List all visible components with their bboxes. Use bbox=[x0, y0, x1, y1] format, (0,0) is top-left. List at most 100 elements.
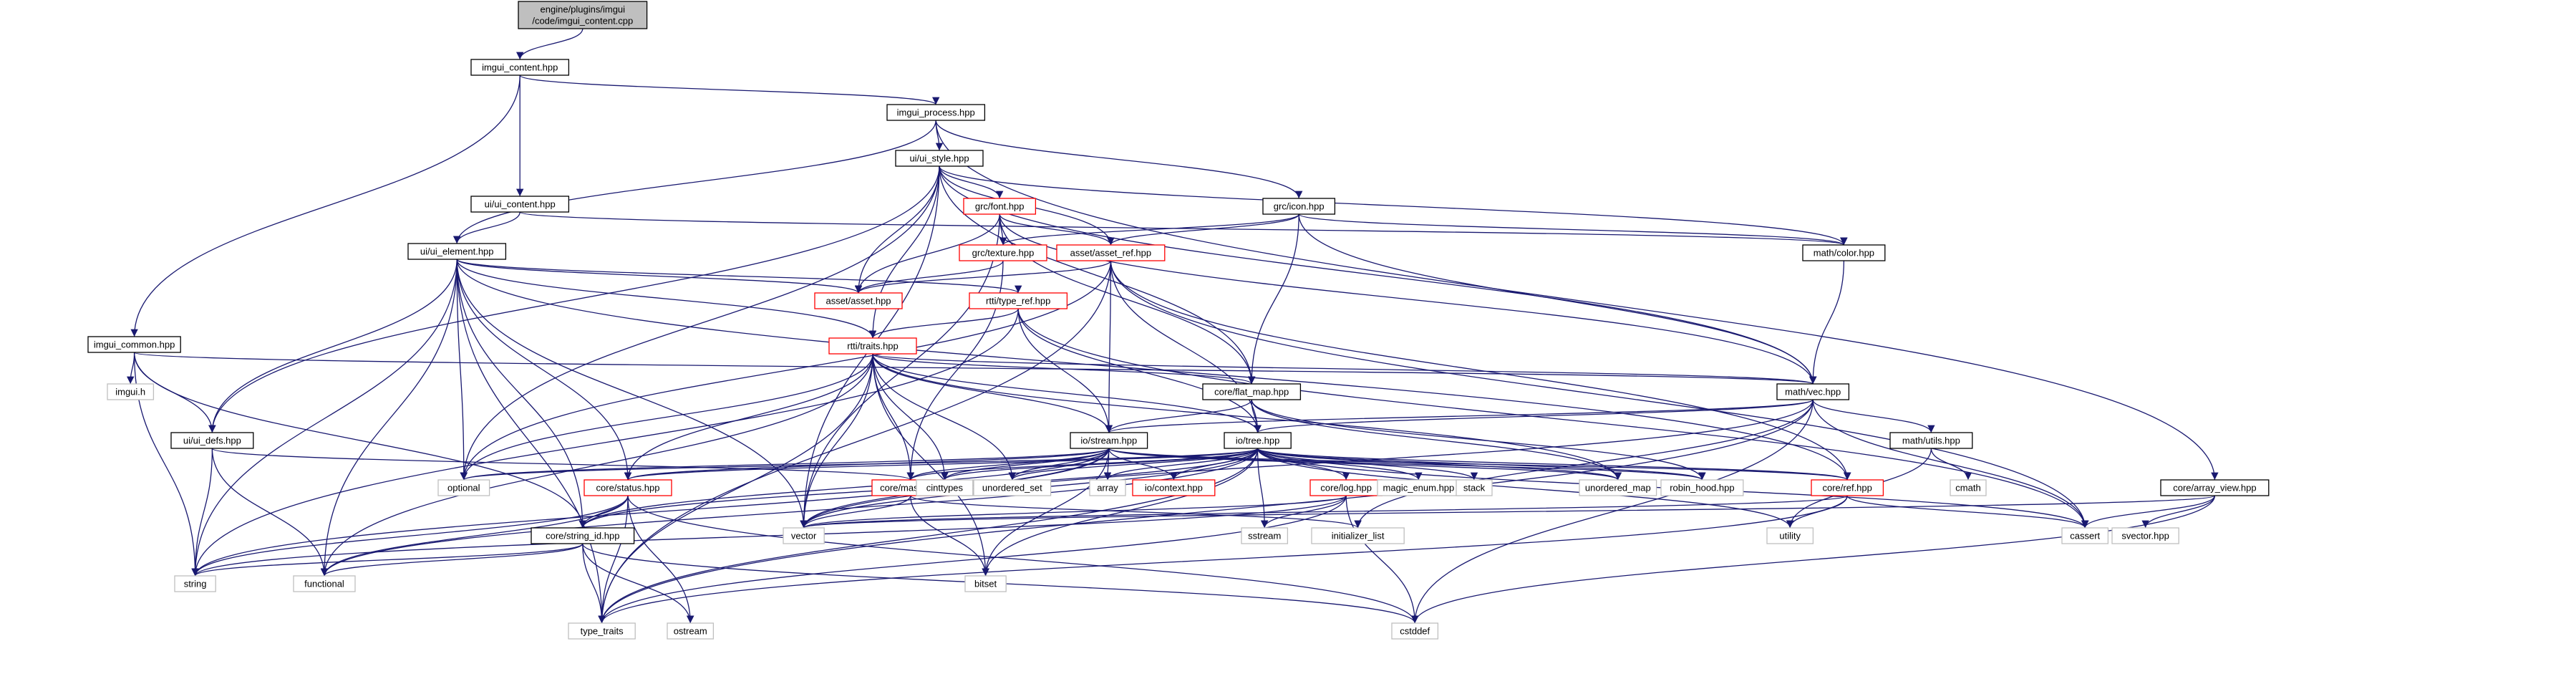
node-string[interactable]: string bbox=[174, 575, 216, 592]
edge-imgui-content-to-imgui-common bbox=[130, 74, 520, 337]
node-core-string-id[interactable]: core/string_id.hpp bbox=[531, 527, 635, 544]
edge-io-stream-to-robin-hood bbox=[1108, 448, 1706, 481]
node-label: io/context.hpp bbox=[1145, 483, 1203, 493]
edge-core-string-id-to-type-traits bbox=[582, 543, 606, 624]
node-label: grc/icon.hpp bbox=[1274, 201, 1325, 212]
edge-io-stream-to-unordered-set bbox=[1008, 448, 1110, 481]
node-label: vector bbox=[791, 531, 817, 541]
node-sstream[interactable]: sstream bbox=[1241, 527, 1289, 544]
edge-rtti-traits-to-type-traits bbox=[598, 353, 873, 624]
node-io-stream[interactable]: io/stream.hpp bbox=[1070, 432, 1148, 449]
node-grc-texture[interactable]: grc/texture.hpp bbox=[959, 244, 1047, 261]
node-core-ref[interactable]: core/ref.hpp bbox=[1811, 479, 1884, 496]
node-ui-element[interactable]: ui/ui_element.hpp bbox=[407, 243, 507, 260]
node-box bbox=[973, 479, 1052, 496]
node-io-context[interactable]: io/context.hpp bbox=[1132, 479, 1216, 496]
edge-rtti-traits-to-optional bbox=[460, 353, 873, 481]
edge-io-stream-to-cinttypes bbox=[941, 448, 1110, 481]
edge-core-status-to-type-traits bbox=[598, 495, 629, 624]
node-cmath[interactable]: cmath bbox=[1950, 479, 1987, 496]
edge-core-flat-map-to-unordered-map bbox=[1251, 399, 1622, 481]
node-cstddef[interactable]: cstddef bbox=[1391, 622, 1439, 640]
node-core-status[interactable]: core/status.hpp bbox=[584, 479, 672, 496]
edge-ui-element-to-core-string-id bbox=[456, 259, 586, 529]
node-magic-enum[interactable]: magic_enum.hpp bbox=[1377, 479, 1461, 496]
node-type-traits[interactable]: type_traits bbox=[568, 622, 636, 640]
node-label: sstream bbox=[1248, 531, 1281, 541]
node-vector[interactable]: vector bbox=[783, 527, 825, 544]
edge-core-status-to-string bbox=[191, 495, 629, 577]
node-array[interactable]: array bbox=[1089, 479, 1126, 496]
node-unordered-map[interactable]: unordered_map bbox=[1579, 479, 1657, 496]
node-utility[interactable]: utility bbox=[1766, 527, 1814, 544]
edge-math-vec-to-io-stream bbox=[1105, 399, 1814, 433]
edges-layer bbox=[127, 28, 2219, 624]
edge-ui-style-to-grc-font bbox=[939, 165, 1004, 199]
edge-ui-element-to-ui-defs bbox=[208, 259, 457, 433]
edge-core-string-id-to-functional bbox=[320, 543, 584, 577]
node-math-vec[interactable]: math/vec.hpp bbox=[1776, 383, 1850, 400]
node-box bbox=[470, 59, 570, 76]
node-cinttypes[interactable]: cinttypes bbox=[916, 479, 974, 496]
node-grc-font[interactable]: grc/font.hpp bbox=[963, 198, 1037, 215]
node-label: io/stream.hpp bbox=[1080, 435, 1137, 446]
node-unordered-set[interactable]: unordered_set bbox=[973, 479, 1052, 496]
node-box bbox=[895, 150, 984, 167]
node-io-tree[interactable]: io/tree.hpp bbox=[1224, 432, 1292, 449]
node-math-color[interactable]: math/color.hpp bbox=[1802, 244, 1886, 261]
node-functional[interactable]: functional bbox=[293, 575, 356, 592]
node-bitset[interactable]: bitset bbox=[964, 575, 1007, 592]
node-imgui-h[interactable]: imgui.h bbox=[107, 383, 155, 400]
node-optional[interactable]: optional bbox=[437, 479, 490, 496]
node-root[interactable]: engine/plugins/imgui/code/imgui_content.… bbox=[518, 1, 648, 29]
node-imgui-process[interactable]: imgui_process.hpp bbox=[886, 104, 986, 121]
edge-math-color-to-math-vec bbox=[1809, 260, 1845, 385]
node-core-flat-map[interactable]: core/flat_map.hpp bbox=[1202, 383, 1302, 400]
node-ui-style[interactable]: ui/ui_style.hpp bbox=[895, 150, 984, 167]
node-box bbox=[174, 575, 216, 592]
node-stack[interactable]: stack bbox=[1456, 479, 1493, 496]
edge-math-vec-to-cstddef bbox=[1411, 399, 1814, 624]
edge-math-vec-to-type-traits bbox=[598, 399, 1814, 624]
node-asset-ref[interactable]: asset/asset_ref.hpp bbox=[1056, 244, 1166, 261]
node-cassert[interactable]: cassert bbox=[2061, 527, 2109, 544]
node-svector[interactable]: svector.hpp bbox=[2111, 527, 2179, 544]
node-robin-hood[interactable]: robin_hood.hpp bbox=[1660, 479, 1744, 496]
edge-io-tree-to-unordered-set bbox=[1008, 448, 1259, 481]
edge-root-to-imgui-content bbox=[516, 28, 584, 60]
edge-rtti-traits-to-core-flat-map bbox=[872, 353, 1256, 385]
node-label: optional bbox=[447, 483, 480, 493]
node-box bbox=[1776, 383, 1850, 400]
node-box bbox=[1311, 527, 1405, 544]
node-box bbox=[783, 527, 825, 544]
edge-rtti-traits-to-math-vec bbox=[872, 353, 1816, 385]
node-ui-content[interactable]: ui/ui_content.hpp bbox=[470, 196, 570, 213]
edge-rtti-traits-to-io-stream bbox=[872, 353, 1113, 433]
node-ostream[interactable]: ostream bbox=[667, 622, 715, 640]
node-rtti-traits[interactable]: rtti/traits.hpp bbox=[828, 337, 917, 355]
node-label: unordered_set bbox=[982, 483, 1042, 493]
node-box bbox=[1070, 432, 1148, 449]
edge-grc-icon-to-core-flat-map bbox=[1248, 213, 1299, 385]
edge-core-ref-to-type-traits bbox=[598, 495, 1848, 624]
node-math-utils[interactable]: math/utils.hpp bbox=[1889, 432, 1973, 449]
edge-ui-element-to-functional bbox=[320, 259, 457, 577]
node-asset-asset[interactable]: asset/asset.hpp bbox=[814, 292, 903, 309]
node-rtti-type-ref[interactable]: rtti/type_ref.hpp bbox=[969, 292, 1068, 309]
edge-core-log-to-vector bbox=[800, 495, 1347, 529]
node-core-log[interactable]: core/log.hpp bbox=[1309, 479, 1383, 496]
node-grc-icon[interactable]: grc/icon.hpp bbox=[1262, 198, 1336, 215]
edge-ui-defs-to-core-mask bbox=[211, 448, 914, 481]
edge-grc-icon-to-asset-ref bbox=[1107, 213, 1299, 246]
node-imgui-content[interactable]: imgui_content.hpp bbox=[470, 59, 570, 76]
edge-ui-element-to-string bbox=[191, 259, 457, 577]
edge-io-stream-to-bitset bbox=[982, 448, 1110, 577]
edge-asset-ref-to-io-stream bbox=[1105, 260, 1113, 433]
node-initializer-list[interactable]: initializer_list bbox=[1311, 527, 1405, 544]
node-label: grc/font.hpp bbox=[975, 201, 1025, 212]
edge-io-tree-to-cinttypes bbox=[941, 448, 1259, 481]
node-core-array-view[interactable]: core/array_view.hpp bbox=[2160, 479, 2270, 496]
node-ui-defs[interactable]: ui/ui_defs.hpp bbox=[170, 432, 254, 449]
edge-rtti-type-ref-to-string bbox=[191, 308, 1019, 577]
node-imgui-common[interactable]: imgui_common.hpp bbox=[87, 336, 181, 353]
